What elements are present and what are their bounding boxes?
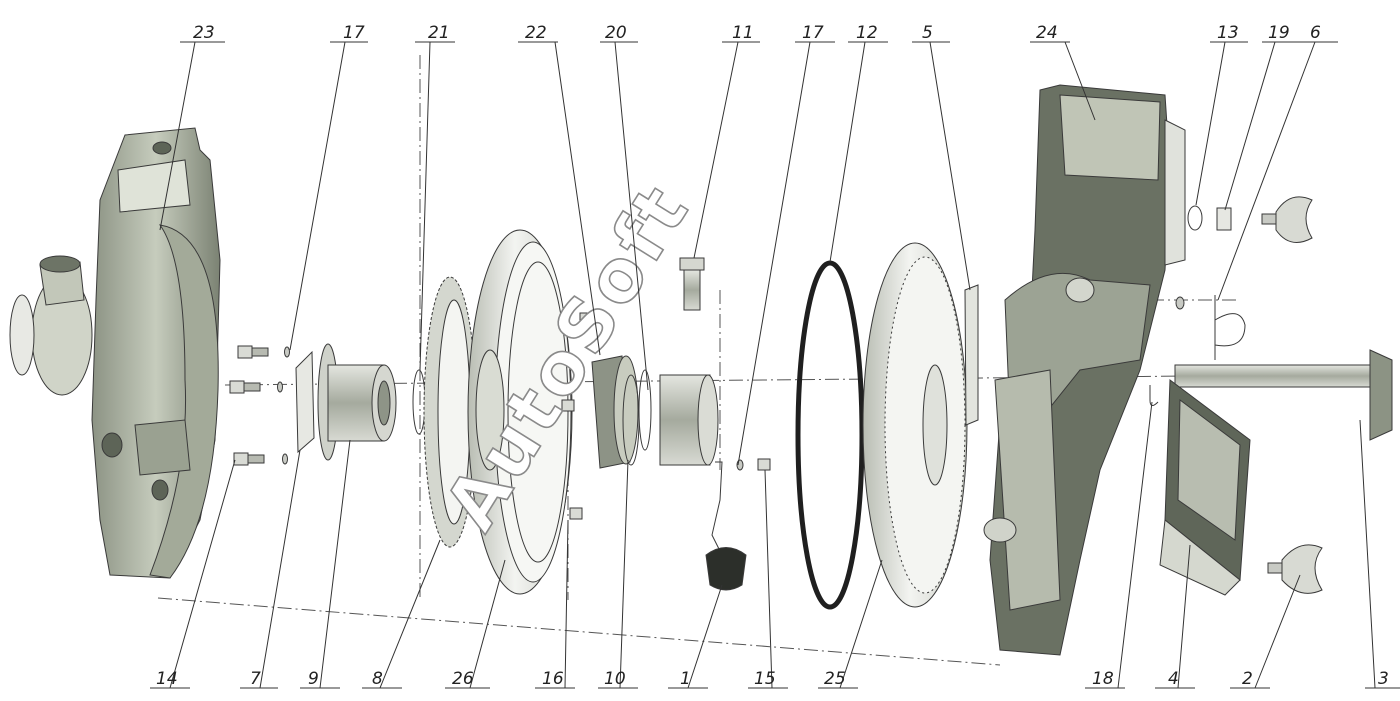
callout-22: 22 (525, 23, 547, 43)
part-16-screws (561, 312, 593, 520)
callout-1: 1 (680, 669, 691, 689)
part-7-gasket (295, 350, 315, 454)
part-18-cotter-pin (1149, 385, 1159, 406)
callout-21: 21 (428, 23, 450, 43)
callout-8: 8 (372, 669, 383, 689)
part-10-washer (622, 374, 640, 466)
callout-20: 20 (605, 23, 627, 43)
callout-12: 12 (856, 23, 878, 43)
part-12-o-ring (795, 260, 865, 610)
part-23-housing (9, 127, 221, 579)
callouts-top: 23 17 21 22 20 11 17 12 5 24 13 19 6 (193, 23, 1321, 43)
callout-6: 6 (1310, 23, 1321, 43)
part-2-wing-nut (1267, 544, 1323, 594)
callout-18: 18 (1092, 669, 1114, 689)
part-8-sprocket (423, 276, 477, 548)
callout-24: 24 (1036, 23, 1058, 43)
callout-16: 16 (542, 669, 564, 689)
part-26-drum (467, 229, 573, 595)
callout-7: 7 (250, 669, 261, 689)
callout-15: 15 (754, 669, 776, 689)
callout-14: 14 (156, 669, 178, 689)
callout-17-top: 17 (343, 23, 365, 43)
part-15-screw (736, 458, 771, 471)
callout-2: 2 (1242, 669, 1253, 689)
part-6-spring (1175, 295, 1246, 360)
callout-4: 4 (1168, 669, 1179, 689)
callout-10: 10 (604, 669, 626, 689)
part-1-lever (705, 461, 747, 591)
callout-5: 5 (922, 23, 933, 43)
callouts-bottom: 14 7 9 8 26 16 10 1 15 25 18 4 2 3 (156, 669, 1389, 689)
leader-lines (150, 41, 1400, 689)
part-20-ring (638, 369, 652, 451)
part-11-pin (679, 257, 705, 311)
callout-25: 25 (824, 669, 846, 689)
callout-19: 19 (1268, 23, 1290, 43)
callout-13: 13 (1217, 23, 1239, 43)
callout-11: 11 (732, 23, 754, 43)
part-14-bolts (229, 345, 290, 466)
part-3-axle (1174, 349, 1393, 441)
part-wing-nut-top (1261, 196, 1313, 243)
part-roller (659, 374, 719, 466)
callout-3: 3 (1378, 669, 1389, 689)
part-4-shutter (1159, 379, 1251, 596)
part-21-retaining-ring (412, 369, 426, 435)
part-19-nut (1216, 207, 1232, 231)
part-9-hub (317, 343, 397, 461)
part-24-hopper-body (983, 84, 1186, 656)
callout-17-mid: 17 (802, 23, 824, 43)
part-22-cam (591, 355, 639, 469)
callout-9: 9 (308, 669, 319, 689)
part-25-seed-disk (862, 242, 968, 608)
part-13-washer (1187, 205, 1203, 231)
callout-26: 26 (452, 669, 474, 689)
part-5-agitator (964, 284, 979, 426)
callout-23: 23 (193, 23, 215, 43)
